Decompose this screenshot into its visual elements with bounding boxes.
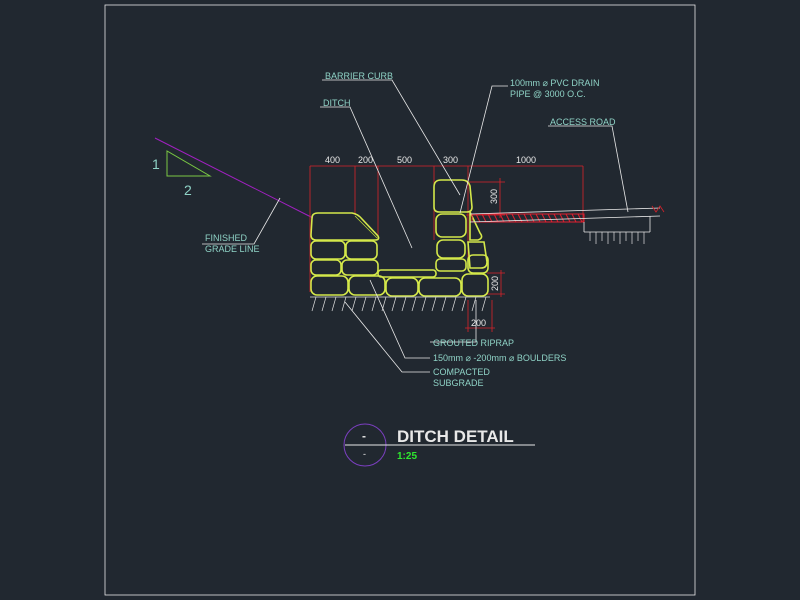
base-height-dimension: 200: [487, 270, 505, 297]
finished-grade-line: [154, 137, 314, 219]
label-finished-grade-2: GRADE LINE: [205, 244, 260, 254]
slope-triangle: [166, 150, 212, 177]
detail-title: DITCH DETAIL: [397, 427, 514, 446]
dim-curb-300: 300: [489, 189, 499, 204]
label-pvc-drain-1: 100mm ⌀ PVC DRAIN: [510, 78, 599, 88]
dim-1000: 1000: [516, 155, 536, 165]
label-finished-grade-1: FINISHED: [205, 233, 248, 243]
sheet-border: [104, 4, 696, 596]
label-ditch: DITCH: [323, 98, 351, 108]
detail-scale: 1:25: [397, 451, 417, 462]
compacted-subgrade-hatch: [310, 296, 490, 312]
label-barrier-curb: BARRIER CURB: [325, 71, 393, 81]
access-road-surface: [469, 205, 665, 244]
dim-base-200: 200: [490, 276, 500, 291]
dim-400: 400: [325, 155, 340, 165]
label-grouted-riprap: GROUTED RIPRAP: [433, 338, 514, 348]
leaders: [202, 79, 629, 373]
dim-200: 200: [358, 155, 373, 165]
dim-300: 300: [443, 155, 458, 165]
dim-bottom-200: 200: [471, 318, 486, 328]
riprap-boulders: [310, 179, 489, 297]
detail-bubble-bottom: -: [363, 449, 366, 459]
label-access-road: ACCESS ROAD: [550, 117, 616, 127]
label-subgrade-1: COMPACTED: [433, 367, 490, 377]
annotations: BARRIER CURB 100mm ⌀ PVC DRAIN PIPE @ 30…: [205, 71, 616, 388]
slope-run-label: 2: [184, 182, 192, 198]
detail-bubble-top: -: [362, 429, 366, 443]
label-boulders: 150mm ⌀ -200mm ⌀ BOULDERS: [433, 353, 566, 363]
dim-500: 500: [397, 155, 412, 165]
pvc-drain-pipe: [471, 213, 585, 223]
detail-title-block: - - DITCH DETAIL 1:25: [343, 423, 535, 467]
label-pvc-drain-2: PIPE @ 3000 O.C.: [510, 89, 586, 99]
slope-indicator: 1 2: [152, 150, 212, 198]
label-subgrade-2: SUBGRADE: [433, 378, 484, 388]
bottom-dimension: 200: [465, 300, 495, 332]
top-dimension-string: 400 200 500 300 1000: [309, 155, 584, 292]
slope-rise-label: 1: [152, 156, 160, 172]
